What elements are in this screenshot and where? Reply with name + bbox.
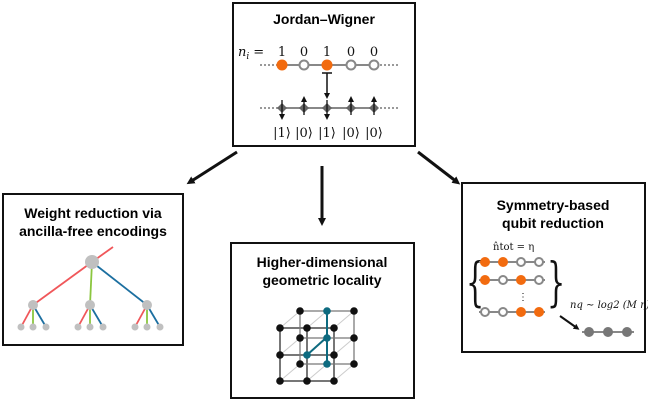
tree-edge (91, 261, 148, 306)
occupation-value: 1 (278, 45, 286, 60)
empty-site (298, 59, 310, 71)
weight-reduction-title-line2: ancilla-free encodings (19, 223, 167, 239)
lattice-depth-edge (333, 337, 355, 356)
occupied-site (276, 59, 288, 71)
lattice-node (296, 334, 304, 342)
left-brace: { (466, 252, 484, 313)
cubic-lattice (276, 307, 358, 385)
occupation-value: 0 (370, 45, 378, 60)
weight-reduction-panel: Weight reduction via ancilla-free encodi… (2, 193, 184, 346)
lattice-node (350, 307, 358, 315)
lattice-node (330, 377, 338, 385)
tree-leaf (86, 323, 94, 331)
tree-leaf (74, 323, 82, 331)
ket-label: |1⟩ (273, 126, 291, 141)
weight-reduction-title-line1: Weight reduction via (24, 205, 162, 221)
tree-leaf (143, 323, 151, 331)
jordan-wigner-title: Jordan–Wigner (273, 11, 375, 27)
ternary-tree (17, 246, 164, 331)
tree-node (142, 300, 152, 310)
occupied-site (534, 307, 544, 317)
ket-label: |1⟩ (318, 126, 336, 141)
ket-label: |0⟩ (342, 126, 360, 141)
empty-site (534, 257, 544, 267)
lattice-node (296, 307, 304, 315)
occupation-value: 1 (323, 45, 331, 60)
lattice-depth-edge (333, 363, 355, 382)
lattice-depth-edge (306, 363, 328, 382)
empty-site (534, 275, 544, 285)
ket-label: |0⟩ (295, 126, 313, 141)
lattice-depth-edge (333, 310, 355, 329)
empty-site (480, 307, 490, 317)
tree-leaf (17, 323, 25, 331)
tree-leaf (99, 323, 107, 331)
tree-leaf (42, 323, 50, 331)
geometric-locality-title-line2: geometric locality (262, 272, 381, 288)
lattice-node (303, 377, 311, 385)
geometric-locality-panel: Higher-dimensional geometric locality (230, 242, 415, 399)
empty-site (498, 307, 508, 317)
lattice-node (303, 324, 311, 332)
occupation-value: 0 (347, 45, 355, 60)
occupied-site (480, 275, 490, 285)
highlighted-node (323, 307, 331, 315)
lattice-node (330, 324, 338, 332)
occupation-value: 0 (300, 45, 308, 60)
tree-leaf (29, 323, 37, 331)
tree-edge (32, 261, 93, 306)
lattice-node (350, 360, 358, 368)
tree-node (28, 300, 38, 310)
lattice-node (350, 334, 358, 342)
highlighted-node (323, 360, 331, 368)
symmetry-reduction-panel: Symmetry-based qubit reduction n̂tot = η… (461, 182, 648, 353)
reduction-arrow (559, 315, 580, 330)
symmetry-title-line2: qubit reduction (502, 215, 604, 231)
lattice-depth-edge (279, 310, 301, 329)
tree-leaf (156, 323, 164, 331)
highlighted-node (323, 334, 331, 342)
tree-root (85, 255, 99, 269)
occupied-site (480, 257, 490, 267)
qubit-scaling: nq ∼ log2 (M η) (570, 300, 648, 311)
lattice-depth-edge (279, 363, 301, 382)
lattice-node (276, 351, 284, 359)
reduced-qubit (622, 327, 632, 337)
reduced-qubit (584, 327, 594, 337)
occupied-site (498, 257, 508, 267)
highlighted-node (303, 351, 311, 359)
empty-site (498, 275, 508, 285)
empty-site (516, 257, 526, 267)
geometric-locality-title-line1: Higher-dimensional (257, 254, 388, 270)
lattice-node (296, 360, 304, 368)
empty-site (368, 59, 380, 71)
ket-label: |0⟩ (365, 126, 383, 141)
lattice-depth-edge (279, 337, 301, 356)
tree-leaf (131, 323, 139, 331)
tree-edge (89, 261, 93, 306)
right-brace: } (547, 252, 565, 313)
occupied-site (516, 275, 526, 285)
lattice-node (330, 351, 338, 359)
lattice-node (276, 324, 284, 332)
ellipsis: ⋮ (518, 292, 528, 303)
lattice-depth-edge (306, 310, 328, 329)
highlighted-edge (306, 336, 328, 356)
lattice-node (276, 377, 284, 385)
occupied-site (516, 307, 526, 317)
arrow-to-weight-reduction (186, 150, 238, 185)
occupation-label: ni= (238, 45, 264, 62)
symmetry-title-line1: Symmetry-based (497, 197, 610, 213)
reduced-qubit (603, 327, 613, 337)
tree-node (85, 300, 95, 310)
empty-site (345, 59, 357, 71)
occupied-site (321, 59, 333, 71)
arrow-to-symmetry-reduction (417, 150, 461, 185)
particle-number-constraint: n̂tot = η (493, 242, 534, 253)
